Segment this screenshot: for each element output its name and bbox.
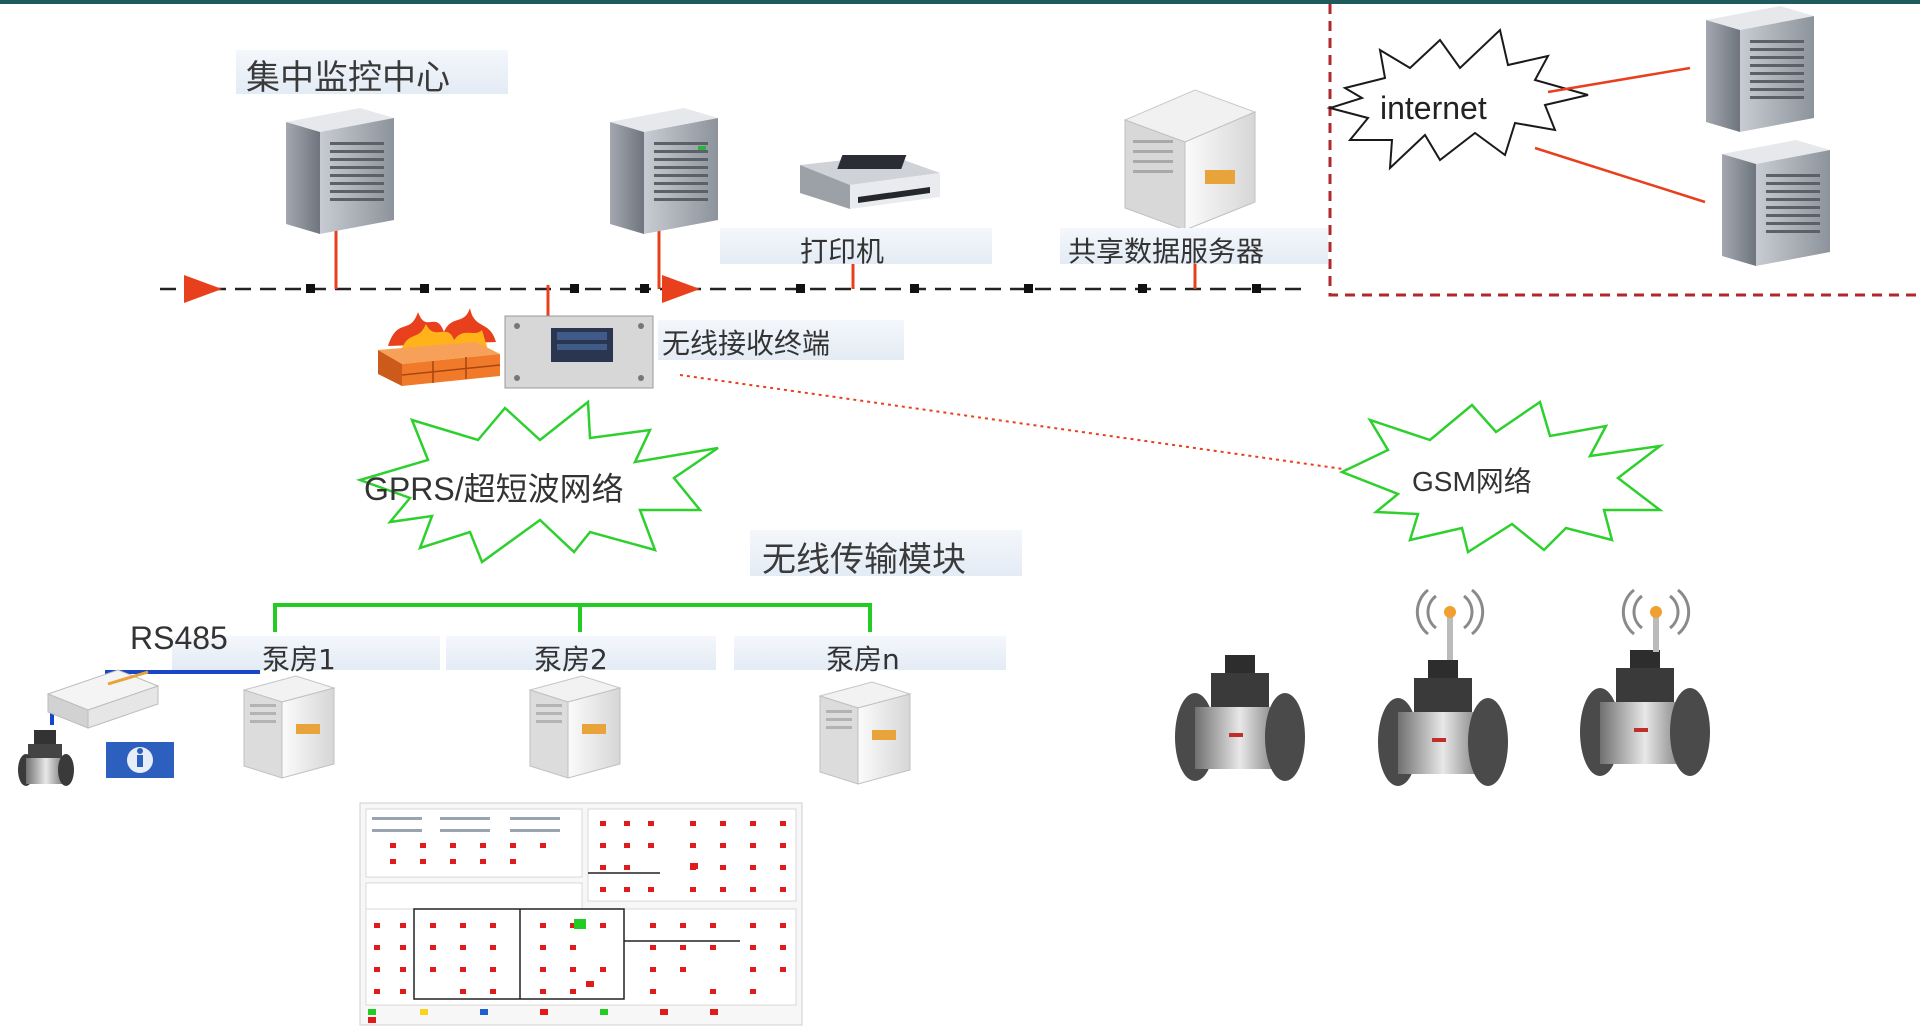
label-band-module — [750, 530, 1022, 576]
gsm-link — [679, 374, 1351, 471]
label-band-monitoring — [236, 50, 508, 94]
scada-legend — [368, 1009, 718, 1023]
antenna-icon-3 — [1621, 588, 1691, 652]
wireless-receiver-label: 无线接收终端 — [662, 327, 831, 360]
gprs-network-label: GPRS/超短波网络 — [364, 471, 624, 507]
gsm-network-label: GSM网络 — [1412, 466, 1532, 497]
flow-arrow-right — [662, 275, 700, 303]
top-rule — [0, 0, 1920, 4]
server-icon-remote-2 — [1722, 140, 1830, 266]
gprs-burst — [355, 399, 719, 564]
label-band-pump-2 — [446, 636, 716, 670]
gsm-flowmeter-3 — [1580, 650, 1710, 776]
server-icon-monitoring — [286, 108, 394, 234]
pump-cabinet-2 — [528, 675, 622, 779]
rs485-label: RS485 — [130, 620, 228, 656]
label-band-shared-server — [1060, 228, 1328, 264]
firewall-icon — [378, 308, 501, 386]
server-icon-remote-1 — [1706, 6, 1814, 132]
pump-cabinet-n — [818, 681, 912, 785]
pump-cabinet-1 — [242, 675, 336, 779]
lan-node-markers — [306, 284, 1261, 293]
gsm-burst — [1338, 399, 1665, 554]
label-band-receiver — [658, 320, 904, 360]
label-band-pump-n — [734, 636, 1006, 670]
pump-room-1-label: 泵房1 — [262, 643, 336, 676]
internet-burst — [1326, 28, 1589, 171]
central-monitoring-label: 集中监控中心 — [246, 58, 450, 98]
internet-links — [1534, 66, 1706, 204]
gsm-flowmeter-2 — [1378, 660, 1508, 786]
wireless-receiver-icon — [504, 315, 654, 389]
rs485-converter-icon — [46, 669, 160, 729]
printer-icon — [800, 155, 940, 209]
drop-lines — [334, 228, 1197, 320]
pump-room-n-label: 泵房n — [826, 643, 900, 676]
pump-room-2-label: 泵房2 — [534, 643, 608, 676]
scada-overview-panel — [359, 802, 803, 1026]
shared-data-server-icon — [1123, 89, 1257, 231]
antenna-icon-2 — [1415, 588, 1485, 660]
printer-label: 打印机 — [800, 235, 885, 268]
server-icon-central — [610, 108, 718, 234]
wireless-module-bus — [273, 603, 872, 632]
gsm-flowmeter-1 — [1175, 655, 1305, 781]
label-band-printer — [720, 228, 992, 264]
wireless-module-label: 无线传输模块 — [762, 540, 966, 580]
shared-data-server-label: 共享数据服务器 — [1068, 235, 1265, 268]
flow-arrow-left — [184, 275, 222, 303]
internet-region-border — [1328, 4, 1920, 297]
info-icon — [106, 742, 174, 778]
small-flowmeter-icon — [18, 730, 74, 786]
label-band-pump-1 — [172, 636, 440, 670]
internet-label: internet — [1380, 90, 1487, 126]
